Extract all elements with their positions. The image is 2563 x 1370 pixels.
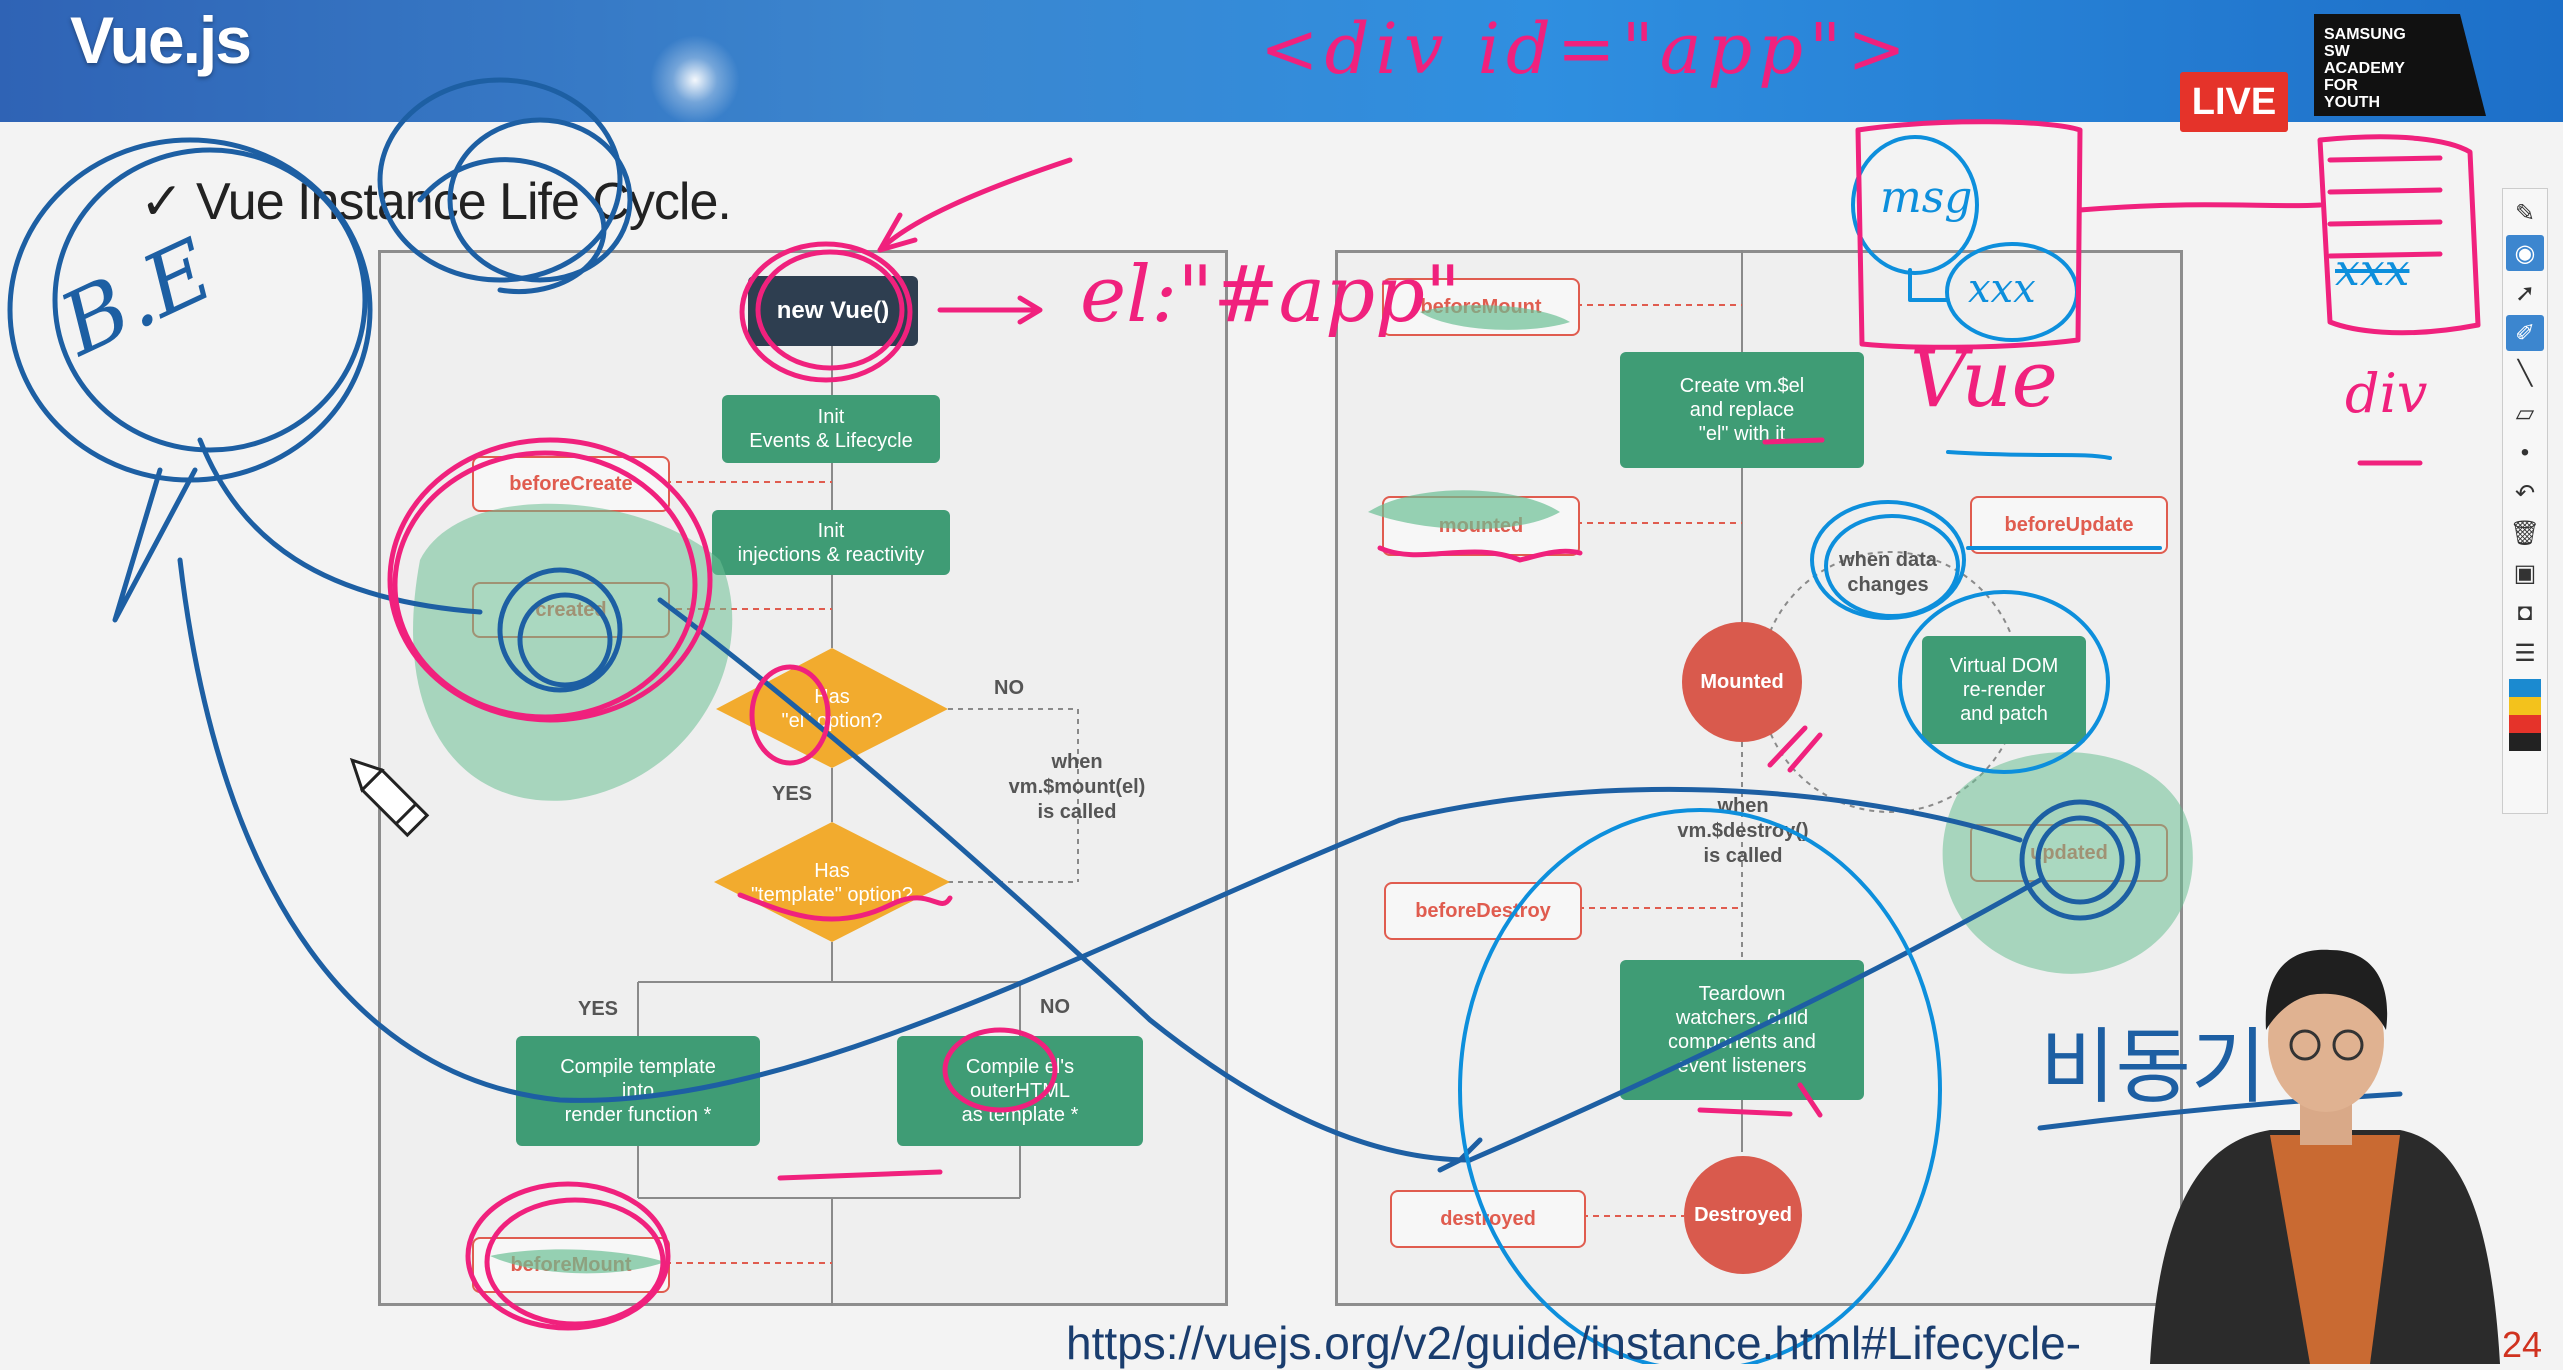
created-to-destroyed-line <box>657 597 1473 1163</box>
has-el-diamond <box>716 648 948 768</box>
virtual-dom-box: Virtual DOM re-render and patch <box>1922 636 2086 744</box>
annotation-toolbar: ✎ ◉ ➚ ✐ ╲ ▱ • ↶ 🗑 ▣ ◘ ☰ <box>2502 188 2548 814</box>
div-app-annotation: <div id="app"> <box>1260 8 1912 90</box>
destroyed-to-updated-line <box>1467 877 2043 1163</box>
vue-annotation: Vue <box>1910 335 2058 425</box>
create-el-box: Create vm.$el and replace "el" with it <box>1620 352 1864 468</box>
msg-annotation: msg <box>1880 172 1973 223</box>
trash-icon[interactable]: 🗑 <box>2509 519 2541 547</box>
screen-icon[interactable]: ▣ <box>2513 559 2537 587</box>
xxx-annotation-1: xxx <box>1968 266 2036 312</box>
clipboard-icon[interactable]: ☰ <box>2514 639 2536 667</box>
before-update-hook: beforeUpdate <box>1970 496 2168 554</box>
be-to-created-line <box>197 437 483 615</box>
color-palette-icon[interactable] <box>2506 675 2544 755</box>
yes-label-1: YES <box>772 783 813 805</box>
green-highlight-mounted <box>1368 490 1560 530</box>
green-highlight-before-mount-left <box>490 1249 665 1274</box>
before-mount-pink-circle <box>465 1181 671 1331</box>
created-pink-circle <box>387 437 713 723</box>
lifecycle-url[interactable]: https://vuejs.org/v2/guide/instance.html… <box>1066 1317 2082 1369</box>
mounted-state-circle: Mounted <box>1682 622 1802 742</box>
has-el-label: Has "el" option? <box>781 686 883 732</box>
new-vue-circle <box>739 241 913 383</box>
undo-icon[interactable]: ↶ <box>2514 479 2536 507</box>
compile-el-circle <box>942 1027 1058 1113</box>
highlighter-icon[interactable]: ✐ <box>2506 315 2544 351</box>
be-long-curve <box>177 557 2023 1103</box>
green-highlight-before-mount <box>1420 305 1570 330</box>
has-el-pink-circle <box>749 664 831 766</box>
page-number: 24 <box>2502 1324 2543 1365</box>
when-mount-label: when vm.$mount(el) is called <box>1008 751 1146 823</box>
data-changes-circle <box>1810 500 1966 620</box>
div-annotation: div <box>2345 362 2428 425</box>
scribble-circle-top <box>377 77 623 283</box>
yes-label-2: YES <box>578 998 619 1020</box>
has-template-label: Has "template" option? <box>750 860 914 906</box>
vue-box <box>1855 119 2083 350</box>
live-badge: LIVE <box>2180 72 2288 132</box>
has-template-diamond <box>714 822 950 942</box>
camera-icon[interactable]: ◘ <box>2517 599 2533 626</box>
msg-bubble <box>1851 135 1979 275</box>
div-box <box>2317 134 2481 336</box>
header-glow <box>650 35 740 125</box>
pointer-arrow <box>877 157 1073 253</box>
el-arrow <box>937 295 1043 325</box>
created-blue-circle <box>497 567 623 693</box>
no-label-1: NO <box>994 677 1024 699</box>
pointer-icon[interactable]: ➚ <box>2514 279 2536 307</box>
before-destroy-hook: beforeDestroy <box>1384 882 1582 940</box>
virtual-dom-circle <box>1898 590 2110 774</box>
eraser-icon[interactable]: ▱ <box>2515 399 2535 427</box>
teardown-circle <box>1458 808 1942 1364</box>
green-highlight-updated <box>1942 752 2193 974</box>
init-events-box: Init Events & Lifecycle <box>722 395 940 463</box>
eye-icon[interactable]: ◉ <box>2506 235 2544 271</box>
green-highlight-created <box>413 503 733 801</box>
init-injections-box: Init injections & reactivity <box>712 510 950 575</box>
el-app-annotation: el:"#app" <box>1080 250 1461 340</box>
destroyed-state-circle: Destroyed <box>1684 1156 1802 1274</box>
async-annotation: 비동기 <box>2040 1020 2267 1115</box>
no-label-2: NO <box>1040 996 1070 1018</box>
pen-tip-icon[interactable]: ✎ <box>2514 199 2536 227</box>
new-vue-node: new Vue() <box>748 276 918 346</box>
xxx-annotation-2: xxx <box>2335 245 2410 296</box>
dot-icon[interactable]: • <box>2520 439 2530 466</box>
line-icon[interactable]: ╲ <box>2517 359 2533 387</box>
brand-title: Vue.js <box>70 3 252 77</box>
when-data-changes-label: when data changes <box>1839 549 1937 596</box>
academy-logo: SAMSUNG SW ACADEMY FOR YOUTH <box>2314 14 2486 116</box>
compile-el-box: Compile el's outerHTML as template * <box>897 1036 1143 1146</box>
